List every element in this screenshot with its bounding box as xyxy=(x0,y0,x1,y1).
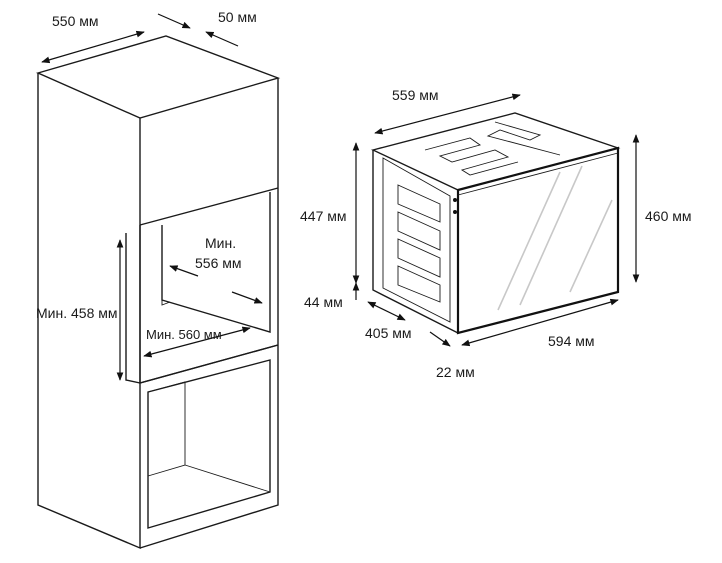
oven-side-panel xyxy=(382,157,451,323)
front-strip xyxy=(125,233,141,384)
dim-arrow-22 xyxy=(429,331,451,347)
cabinet-drawing xyxy=(35,35,281,550)
door-hinge xyxy=(453,198,457,202)
label-oven-side: 405 мм xyxy=(365,325,412,341)
oven-drawing xyxy=(370,112,621,335)
side-emboss-3 xyxy=(397,238,441,278)
label-oven-bottom: 44 мм xyxy=(304,294,343,310)
label-niche-width: Мин. 560 мм xyxy=(146,327,222,342)
lower-compartment-floor xyxy=(184,464,271,493)
upper-panel-bottom xyxy=(139,187,279,226)
dim-arrow-50b xyxy=(205,31,239,47)
dim-arrow-556a xyxy=(169,265,199,277)
label-niche-depth-line1: Мин. xyxy=(205,235,236,251)
oven-top-coil xyxy=(424,137,519,176)
label-oven-depth: 559 мм xyxy=(392,87,439,103)
lower-compartment-back xyxy=(147,381,186,477)
lower-compartment-frame xyxy=(147,359,271,529)
side-emboss-4 xyxy=(397,265,441,303)
oven-body-side xyxy=(372,150,459,335)
label-oven-body-height: 447 мм xyxy=(300,208,347,224)
glass-stripe-1 xyxy=(497,171,561,311)
label-cabinet-gap: 50 мм xyxy=(218,9,257,25)
label-niche-depth-line2: 556 мм xyxy=(195,255,242,271)
niche-shelf-step xyxy=(161,300,171,306)
niche-inner xyxy=(161,192,271,333)
label-cabinet-depth: 550 мм xyxy=(52,13,99,29)
side-emboss-2 xyxy=(397,211,441,251)
cabinet-dimensions xyxy=(41,13,263,381)
glass-stripe-3 xyxy=(569,199,613,293)
side-emboss-1 xyxy=(397,184,441,223)
door-top-rail xyxy=(457,152,619,196)
oven-top-coil-2 xyxy=(486,121,561,156)
dim-arrow-50a xyxy=(157,13,191,29)
dim-arrow-405 xyxy=(367,301,406,321)
cabinet-top xyxy=(35,35,281,119)
dim-arrow-594 xyxy=(461,298,619,347)
dim-arrow-550 xyxy=(41,30,145,64)
label-oven-width: 594 мм xyxy=(548,333,595,349)
glass-stripe-2 xyxy=(519,165,583,306)
oven-dimensions xyxy=(352,93,640,347)
label-oven-front-height: 460 мм xyxy=(645,208,692,224)
lower-compartment-top xyxy=(139,344,279,384)
dim-arrow-560 xyxy=(143,326,251,358)
dim-arrow-559 xyxy=(374,93,521,135)
label-oven-door: 22 мм xyxy=(436,364,475,380)
dim-arrow-556b xyxy=(231,291,263,304)
cabinet-right-edge xyxy=(139,78,279,549)
door-hinge-2 xyxy=(453,210,457,214)
label-niche-height: Мин. 458 мм xyxy=(36,305,118,321)
oven-door xyxy=(456,146,620,335)
